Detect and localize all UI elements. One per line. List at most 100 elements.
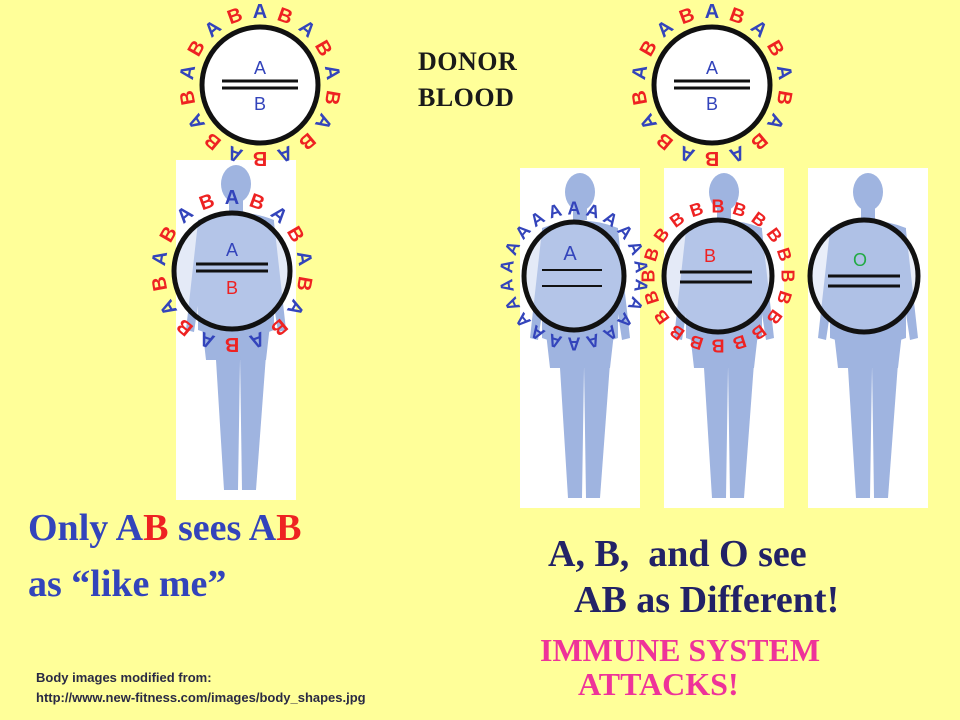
- recipient-ab-antigen: B: [282, 223, 308, 247]
- donor-1-antigen: A: [320, 63, 344, 81]
- donor-2-antigen: A: [652, 16, 677, 42]
- donor-1-antigen: B: [274, 4, 295, 30]
- recipient-cell-b-top: B: [704, 246, 716, 266]
- recipient-a-antigen: A: [546, 200, 564, 223]
- donor-cell-1-top: A: [254, 58, 266, 78]
- recipient-b-antigen: B: [748, 320, 770, 344]
- recipient-ab-antigen: A: [148, 249, 172, 267]
- donor-2-antigen: A: [746, 16, 771, 42]
- recipient-b-antigen: B: [638, 270, 658, 283]
- recipient-ab-antigen: A: [292, 249, 316, 267]
- recipient-b-antigen: B: [712, 196, 725, 216]
- recipient-cell-ab: A B: [171, 210, 293, 332]
- recipient-a-antigen: A: [526, 321, 548, 345]
- donor-1-antigen: A: [176, 63, 200, 81]
- only-ab-caption: Only AB sees AB as “like me”: [28, 500, 302, 612]
- recipient-ab-antigen: B: [246, 190, 267, 216]
- recipient-a-antigen: A: [501, 238, 525, 258]
- image-credit: Body images modified from: http://www.ne…: [36, 668, 366, 708]
- donor-cell-2: A B: [651, 24, 773, 146]
- donor-2-antigen: A: [772, 63, 796, 81]
- donor-1-antigen: B: [310, 37, 336, 61]
- recipient-cell-b: B: [661, 217, 775, 335]
- donor-1-antigen: B: [320, 89, 344, 107]
- immune-line-2: ATTACKS!: [578, 666, 739, 702]
- recipient-ab-antigen: A: [196, 327, 217, 353]
- only-ab-a: A: [115, 507, 144, 549]
- recipient-ab-antigen: B: [156, 223, 182, 247]
- donor-2-antigen: B: [705, 147, 719, 169]
- recipient-a-antigen: A: [526, 207, 548, 231]
- donor-1-antigen: A: [200, 16, 225, 42]
- donor-2-antigen: A: [726, 141, 747, 167]
- recipient-b-antigen: B: [650, 306, 674, 328]
- recipient-b-antigen: B: [730, 198, 749, 221]
- recipient-b-antigen: B: [687, 198, 706, 221]
- recipient-ab-antigen: B: [292, 275, 316, 293]
- recipient-b-antigen: B: [773, 245, 796, 264]
- recipient-b-antigen: B: [650, 224, 674, 246]
- only-mid: sees: [168, 507, 249, 549]
- recipient-cell-a-top: A: [563, 243, 577, 265]
- recipient-ab-antigen: A: [156, 296, 182, 320]
- recipient-b-antigen: B: [778, 270, 798, 283]
- recipient-a-antigen: A: [584, 200, 602, 223]
- recipient-a-antigen: A: [511, 309, 535, 332]
- recipient-cell-o: O: [807, 217, 921, 335]
- recipient-b-antigen: B: [687, 331, 706, 354]
- donor-2-antigen: A: [705, 1, 719, 23]
- body-silhouette-icon: [818, 173, 918, 498]
- recipient-b-antigen: B: [640, 245, 663, 264]
- only-prefix: Only: [28, 507, 116, 549]
- donor-1-antigen: B: [224, 4, 245, 30]
- donor-2-antigen: B: [762, 37, 788, 61]
- donor-1-antigen: B: [176, 89, 200, 107]
- different-line-1: A, B, and O see: [548, 533, 807, 575]
- donor-1-antigen: A: [294, 16, 319, 42]
- recipient-ab-antigen: B: [266, 314, 291, 340]
- recipient-a-antigen: A: [600, 207, 622, 231]
- donor-2-antigen: A: [762, 110, 788, 134]
- donor-1-antigen: B: [184, 37, 210, 61]
- recipient-a-antigen: A: [511, 220, 535, 243]
- recipient-a-antigen: A: [568, 198, 581, 218]
- donor-2-antigen: B: [636, 37, 662, 61]
- donor-blood-label: DONOR BLOOD: [418, 44, 517, 116]
- donor-1-antigen: B: [200, 128, 225, 154]
- recipient-cell-o-top: O: [853, 250, 867, 270]
- donor-cell-2-bottom: B: [706, 94, 718, 114]
- recipient-b-antigen: B: [730, 331, 749, 354]
- recipient-ab-antigen: A: [246, 327, 267, 353]
- credit-line-2: http://www.new-fitness.com/images/body_s…: [36, 690, 366, 705]
- donor-cell-1: A B: [199, 24, 321, 146]
- recipient-a-antigen: A: [546, 329, 564, 352]
- recipient-ab-antigen: B: [148, 275, 172, 293]
- donor-2-antigen: B: [652, 128, 677, 154]
- recipient-a-antigen: A: [496, 278, 518, 294]
- recipient-b-antigen: B: [666, 320, 688, 344]
- recipient-ab-antigen: A: [172, 202, 197, 228]
- recipient-ab-antigen: A: [225, 187, 239, 209]
- only-ab-line: Only AB sees AB: [28, 500, 302, 556]
- donor-2-antigen: B: [772, 89, 796, 107]
- donor-1-antigen: A: [184, 110, 210, 134]
- different-line-2: AB as Different!: [574, 579, 840, 621]
- recipient-ab-antigen: B: [225, 333, 239, 355]
- recipient-ab-antigen: B: [196, 190, 217, 216]
- donor-cell-2-top: A: [706, 58, 718, 78]
- recipient-a-antigen: A: [568, 334, 581, 354]
- donor-1-antigen: B: [253, 147, 267, 169]
- recipient-ab-antigen: B: [172, 314, 197, 340]
- recipient-b-antigen: B: [666, 208, 688, 232]
- donor-cell-1-bottom: B: [254, 94, 266, 114]
- donor-1-antigen: B: [294, 128, 319, 154]
- donor-2-antigen: B: [676, 4, 697, 30]
- recipient-b-antigen: B: [773, 288, 796, 307]
- donor-2-antigen: A: [636, 110, 662, 134]
- donor-2-antigen: B: [746, 128, 771, 154]
- immune-line-1: IMMUNE SYSTEM: [540, 632, 821, 668]
- recipient-a-antigen: A: [613, 220, 637, 243]
- donor-1-antigen: A: [224, 141, 245, 167]
- recipient-a-antigen: A: [584, 329, 602, 352]
- recipient-cell-ab-top: A: [226, 240, 238, 260]
